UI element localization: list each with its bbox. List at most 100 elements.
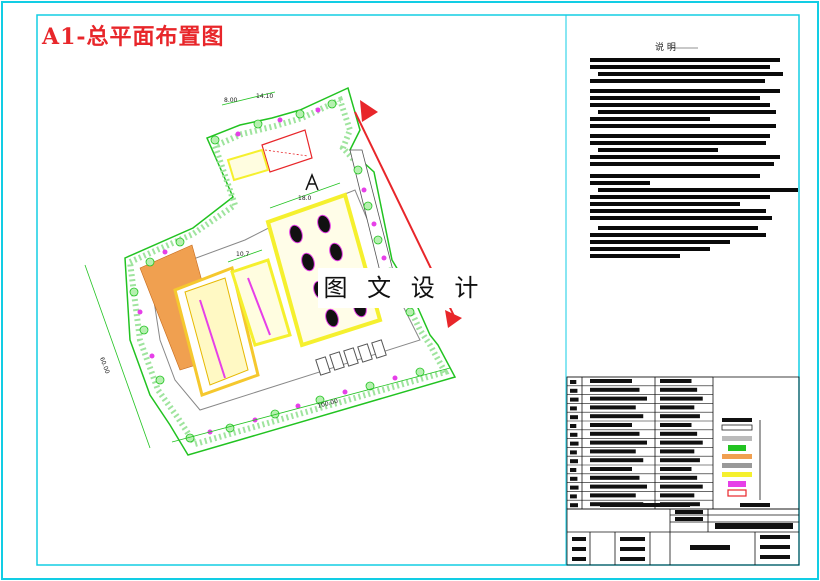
legend-symbol-green <box>728 445 746 451</box>
notes-line <box>590 209 766 213</box>
tree <box>155 375 165 385</box>
dispenser-3 <box>301 252 315 272</box>
notes-line <box>590 89 780 93</box>
shrub <box>162 249 168 255</box>
legend-rows <box>567 376 770 508</box>
legend-symbol-red <box>727 489 747 497</box>
title-cell-fill <box>572 557 586 561</box>
title-cell-fill <box>760 545 790 549</box>
notes-line <box>590 155 780 159</box>
notes-line <box>598 72 783 76</box>
dim-line-bottom <box>171 367 451 443</box>
legend-cell-fill <box>590 405 636 410</box>
tree <box>415 367 425 377</box>
legend-cell-fill <box>570 441 579 446</box>
legend-symbol-orange <box>722 454 752 459</box>
legend-cell-fill <box>590 440 647 445</box>
dim-line-top <box>221 91 276 106</box>
legend-symbol-box <box>721 424 753 431</box>
notes-line <box>590 195 770 199</box>
shrub <box>149 353 155 359</box>
notes-line <box>590 141 766 145</box>
legend-cell-fill <box>660 475 698 480</box>
legend-cell-fill <box>660 396 703 401</box>
dim-building: 10.7 <box>236 251 250 258</box>
notes-line <box>598 110 776 114</box>
legend-cell-fill <box>570 450 577 455</box>
title-block <box>566 508 800 566</box>
shrub <box>392 375 398 381</box>
legend-cell-fill <box>660 467 692 471</box>
entrance-arrow-bottom <box>445 310 462 328</box>
notes-line <box>598 226 758 230</box>
tree <box>253 119 263 129</box>
legend-header-fill <box>722 418 752 422</box>
legend-cell-fill <box>570 503 578 508</box>
shop-strip <box>247 277 271 336</box>
tree <box>295 109 305 119</box>
legend-cell-fill <box>590 493 636 498</box>
legend-cell-fill <box>660 484 703 489</box>
notes-line <box>590 65 770 69</box>
tank-5 <box>371 339 387 359</box>
tank-row <box>315 339 387 376</box>
notes-line <box>590 96 760 100</box>
dim-canopy: 18.0 <box>298 195 312 202</box>
legend-footer-fill <box>600 503 690 507</box>
notes-line <box>598 148 718 152</box>
tree <box>363 201 373 211</box>
tree <box>327 99 337 109</box>
notes-line <box>590 103 770 107</box>
shrub <box>235 131 241 137</box>
legend-cell-fill <box>660 440 703 445</box>
legend-cell-fill <box>590 379 632 383</box>
dim-left: 60.00 <box>98 356 111 375</box>
title-cell-fill <box>760 555 790 559</box>
legend-cell-fill <box>590 396 647 401</box>
legend-cell-fill <box>590 467 632 471</box>
building-strip <box>199 299 226 379</box>
notes-line <box>590 134 770 138</box>
title-block-frame <box>566 508 800 566</box>
shrub <box>315 107 321 113</box>
title-cell-fill <box>675 510 703 514</box>
legend-symbol-yellow <box>722 472 752 477</box>
dimension-lines <box>84 91 451 449</box>
title-cell-fill <box>620 537 645 541</box>
notes-line <box>590 181 650 185</box>
legend-cell-fill <box>660 405 695 410</box>
tree <box>139 325 149 335</box>
tree <box>270 409 280 419</box>
notes-line <box>590 124 776 128</box>
legend-cell-fill <box>570 415 578 420</box>
tree <box>225 423 235 433</box>
notes-line <box>590 162 774 166</box>
legend-cell-fill <box>660 449 695 454</box>
title-cell-fill <box>620 547 645 551</box>
legend-cell-fill <box>570 468 577 472</box>
notes-line <box>590 233 766 237</box>
notes-line <box>590 254 680 258</box>
shop-block <box>230 258 292 347</box>
legend-cell-fill <box>660 431 698 436</box>
title-cell-fill <box>675 517 703 521</box>
legend-cell-fill <box>570 397 579 402</box>
tank-4 <box>357 343 373 363</box>
dispenser-1 <box>289 224 303 244</box>
legend-cell-fill <box>660 379 692 383</box>
legend-cell-fill <box>570 388 578 393</box>
notes-line <box>590 247 710 251</box>
legend-cell-fill <box>570 380 577 384</box>
sheet-title: A1-总平面布置图 <box>42 24 225 50</box>
legend-cell-fill <box>590 423 632 427</box>
shrub <box>137 309 143 315</box>
tree <box>353 165 363 175</box>
utility-platform <box>226 148 270 182</box>
shrub <box>295 403 301 409</box>
utility-hatch <box>264 149 309 157</box>
tree <box>210 135 220 145</box>
legend-cell-fill <box>570 406 577 411</box>
shrub <box>361 187 367 193</box>
legend-cell-fill <box>590 475 640 480</box>
